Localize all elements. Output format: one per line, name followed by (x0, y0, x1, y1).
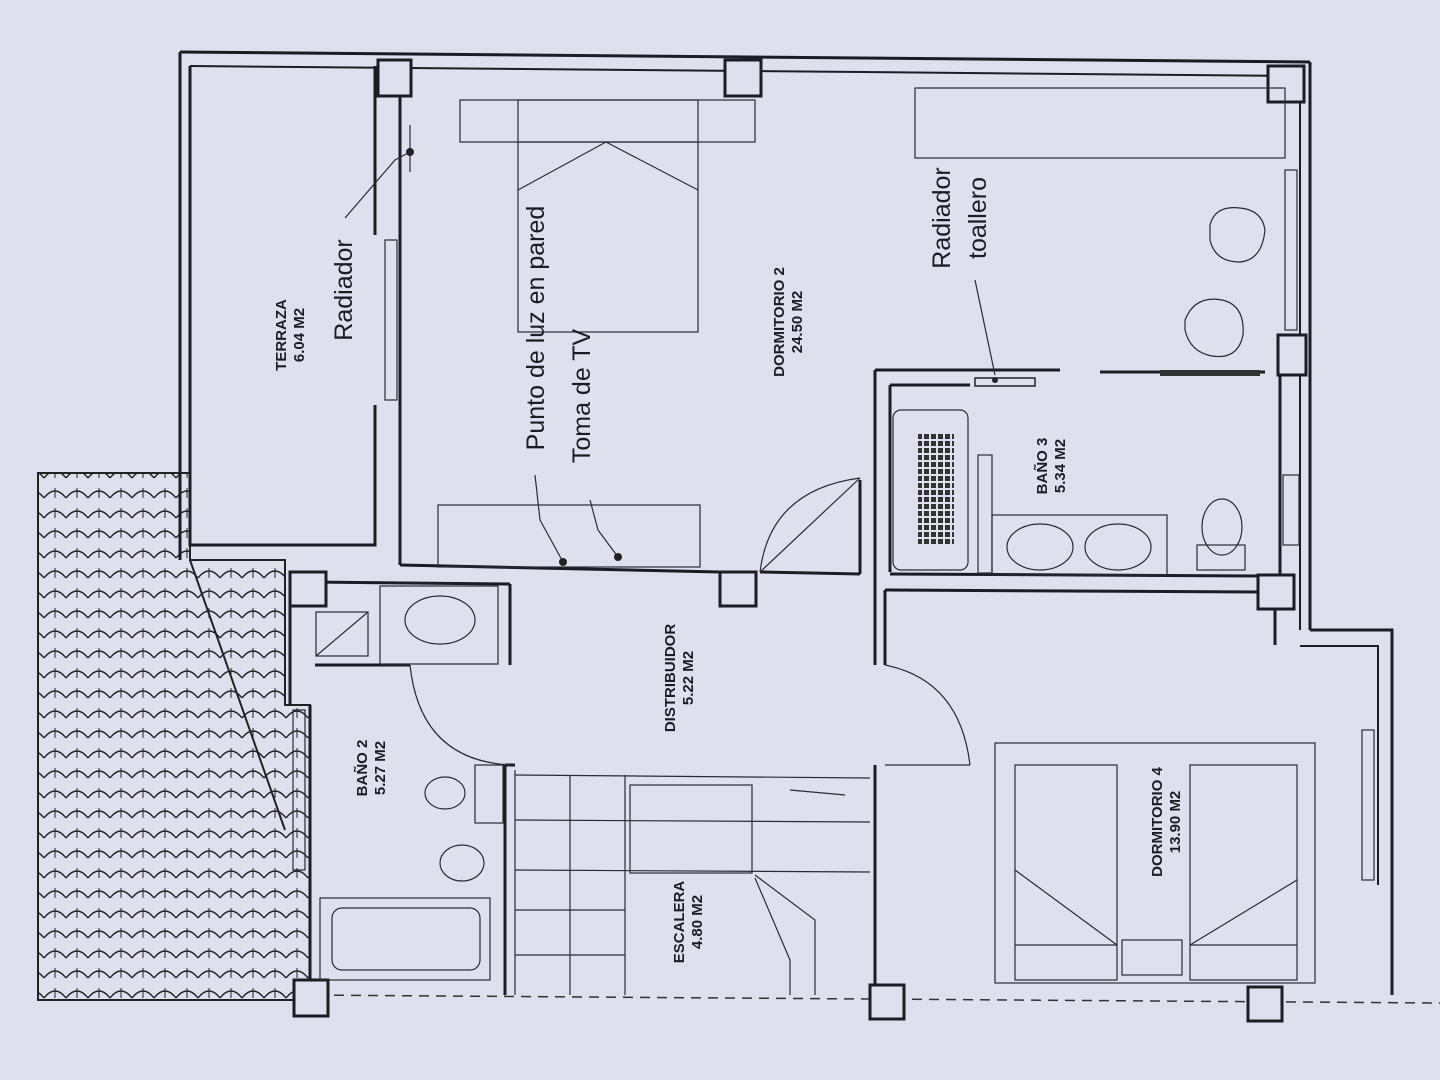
radiador-toallero-line2: toallero (964, 177, 992, 259)
bano3-label: BAÑO 3 5.34 M2 (1033, 438, 1069, 495)
terraza-area (188, 66, 398, 547)
bano2-name: BAÑO 2 (353, 740, 371, 797)
bano3-area: 5.34 M2 (1052, 439, 1069, 493)
toma-tv-text: Toma de TV (568, 329, 596, 464)
annotation-leaders (344, 125, 998, 566)
toma-tv-annotation: Toma de TV (568, 329, 596, 464)
doors (409, 477, 971, 766)
radiador-toallero-line1: Radiador (928, 167, 956, 268)
double-bed (459, 99, 756, 333)
distribuidor-name: DISTRIBUIDOR (662, 624, 679, 733)
bano2-label: BAÑO 2 5.27 M2 (353, 740, 389, 797)
terraza-area: 6.04 M2 (291, 308, 308, 362)
dormitorio4-area: 13.90 M2 (1167, 791, 1184, 854)
terraza-label: TERRAZA 6.04 M2 (273, 299, 308, 371)
dormitorio2-area: 24.50 M2 (789, 291, 806, 354)
twin-beds (994, 742, 1316, 984)
punto-luz-annotation: Punto de luz en pared (522, 206, 550, 451)
outer-walls (178, 50, 1440, 1004)
distribuidor-label: DISTRIBUIDOR 5.22 M2 (662, 624, 697, 733)
wardrobe (914, 87, 1286, 159)
staircase (514, 770, 871, 995)
interior-walls (309, 76, 1282, 995)
escalera-area: 4.80 M2 (689, 895, 706, 949)
bano2-area: 5.27 M2 (372, 741, 389, 795)
roof-tiles (37, 472, 311, 1001)
structural-columns (288, 58, 1308, 1023)
dormitorio2-label: DORMITORIO 2 24.50 M2 (771, 267, 806, 377)
dormitorio4-label: DORMITORIO 4 13.90 M2 (1149, 766, 1184, 876)
punto-luz-text: Punto de luz en pared (522, 206, 550, 451)
dormitorio2-name: DORMITORIO 2 (771, 267, 788, 377)
terraza-name: TERRAZA (273, 299, 290, 371)
radiador-text: Radiador (330, 239, 358, 340)
escalera-label: ESCALERA 4.80 M2 (671, 881, 706, 964)
radiador-annotation: Radiador (330, 239, 358, 340)
radiador-toallero-annotation: Radiador toallero (928, 167, 992, 268)
bano3-fixtures (892, 207, 1266, 576)
tv-unit (437, 504, 701, 568)
dormitorio4-name: DORMITORIO 4 (1149, 766, 1166, 876)
bano3-name: BAÑO 3 (1033, 438, 1051, 495)
escalera-name: ESCALERA (671, 881, 688, 964)
distribuidor-area: 5.22 M2 (680, 651, 697, 705)
windows (292, 169, 1375, 881)
bano2-fixtures (315, 585, 504, 981)
